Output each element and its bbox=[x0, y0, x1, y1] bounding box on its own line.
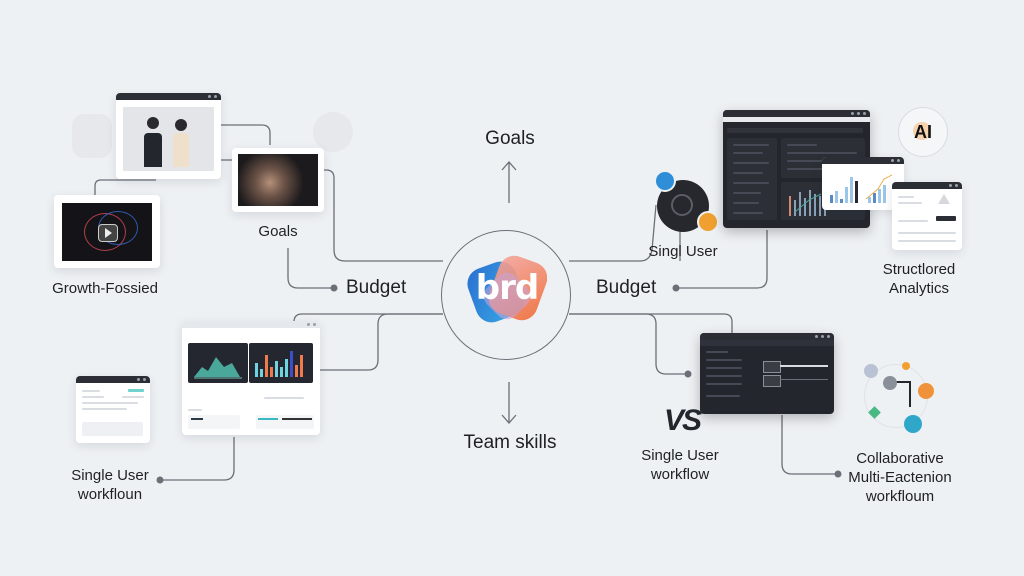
photo-image bbox=[238, 154, 318, 206]
single-user-caption-left: Single User workfloun bbox=[60, 466, 160, 504]
caption-line: Collaborative bbox=[856, 450, 944, 467]
small-orange-icon bbox=[902, 362, 910, 370]
caption-line: Single User bbox=[641, 447, 719, 464]
node-budget-left: Budget bbox=[346, 277, 407, 298]
chat-gray-icon bbox=[883, 376, 897, 390]
node-budget-right: Budget bbox=[596, 277, 657, 298]
area-chart-panel bbox=[188, 343, 248, 383]
collaborative-caption: Collaborative Multi-Eactenion workfloum bbox=[835, 449, 965, 506]
logo-shape-icon bbox=[467, 255, 548, 323]
ai-text: AI bbox=[914, 122, 932, 142]
faded-play-gear-icon bbox=[313, 112, 353, 152]
home-orange-icon bbox=[918, 383, 934, 399]
caption-line: workfloun bbox=[77, 486, 143, 503]
user-placeholder-icon bbox=[938, 194, 950, 204]
ai-badge[interactable]: AI bbox=[898, 107, 948, 157]
bar-chart-panel bbox=[249, 343, 313, 383]
single-user-workflow-caption: Single User workflow bbox=[630, 446, 730, 484]
workflow-window[interactable] bbox=[700, 333, 834, 414]
brd-logo[interactable]: brd bbox=[467, 250, 548, 338]
photo-window[interactable] bbox=[232, 148, 324, 212]
video-window[interactable] bbox=[54, 195, 160, 268]
caption-line: Single User bbox=[71, 467, 149, 484]
growth-caption: Growth-Fossied bbox=[52, 280, 158, 297]
chart-popup-window[interactable] bbox=[822, 157, 904, 210]
caption-line: workfloum bbox=[865, 488, 935, 505]
caption-line: Multi-Eactenion bbox=[848, 469, 952, 486]
goals-caption: Goals bbox=[258, 223, 298, 240]
couple-illustration bbox=[123, 107, 214, 171]
camera-teal-icon bbox=[904, 415, 922, 433]
message-icon[interactable] bbox=[697, 211, 719, 233]
illustration-window[interactable] bbox=[116, 93, 221, 179]
light-bar-chart bbox=[830, 174, 893, 203]
structured-form-window[interactable] bbox=[892, 182, 962, 250]
lifebuoy-icon bbox=[671, 194, 693, 216]
center-hub bbox=[441, 230, 571, 360]
form-window[interactable] bbox=[76, 376, 150, 443]
faded-gear-icon bbox=[72, 114, 112, 158]
caption-line: Structlored bbox=[882, 261, 956, 278]
caption-line: workflow bbox=[650, 466, 710, 483]
vs-text: VS bbox=[664, 404, 702, 437]
dashboard-window[interactable] bbox=[182, 321, 320, 435]
caption-line: Analytics bbox=[888, 280, 950, 297]
logo-text: brd bbox=[475, 268, 539, 308]
node-goals-top: Goals bbox=[485, 128, 535, 149]
sync-icon[interactable] bbox=[654, 170, 676, 192]
analytics-caption: Structlored Analytics bbox=[862, 260, 976, 298]
user-dot-icon bbox=[864, 364, 878, 378]
play-button-icon[interactable] bbox=[98, 224, 118, 242]
node-team-skills: Team skills bbox=[463, 432, 557, 453]
document-icon bbox=[885, 381, 911, 407]
single-user-badge-caption: Singl User bbox=[648, 243, 718, 260]
